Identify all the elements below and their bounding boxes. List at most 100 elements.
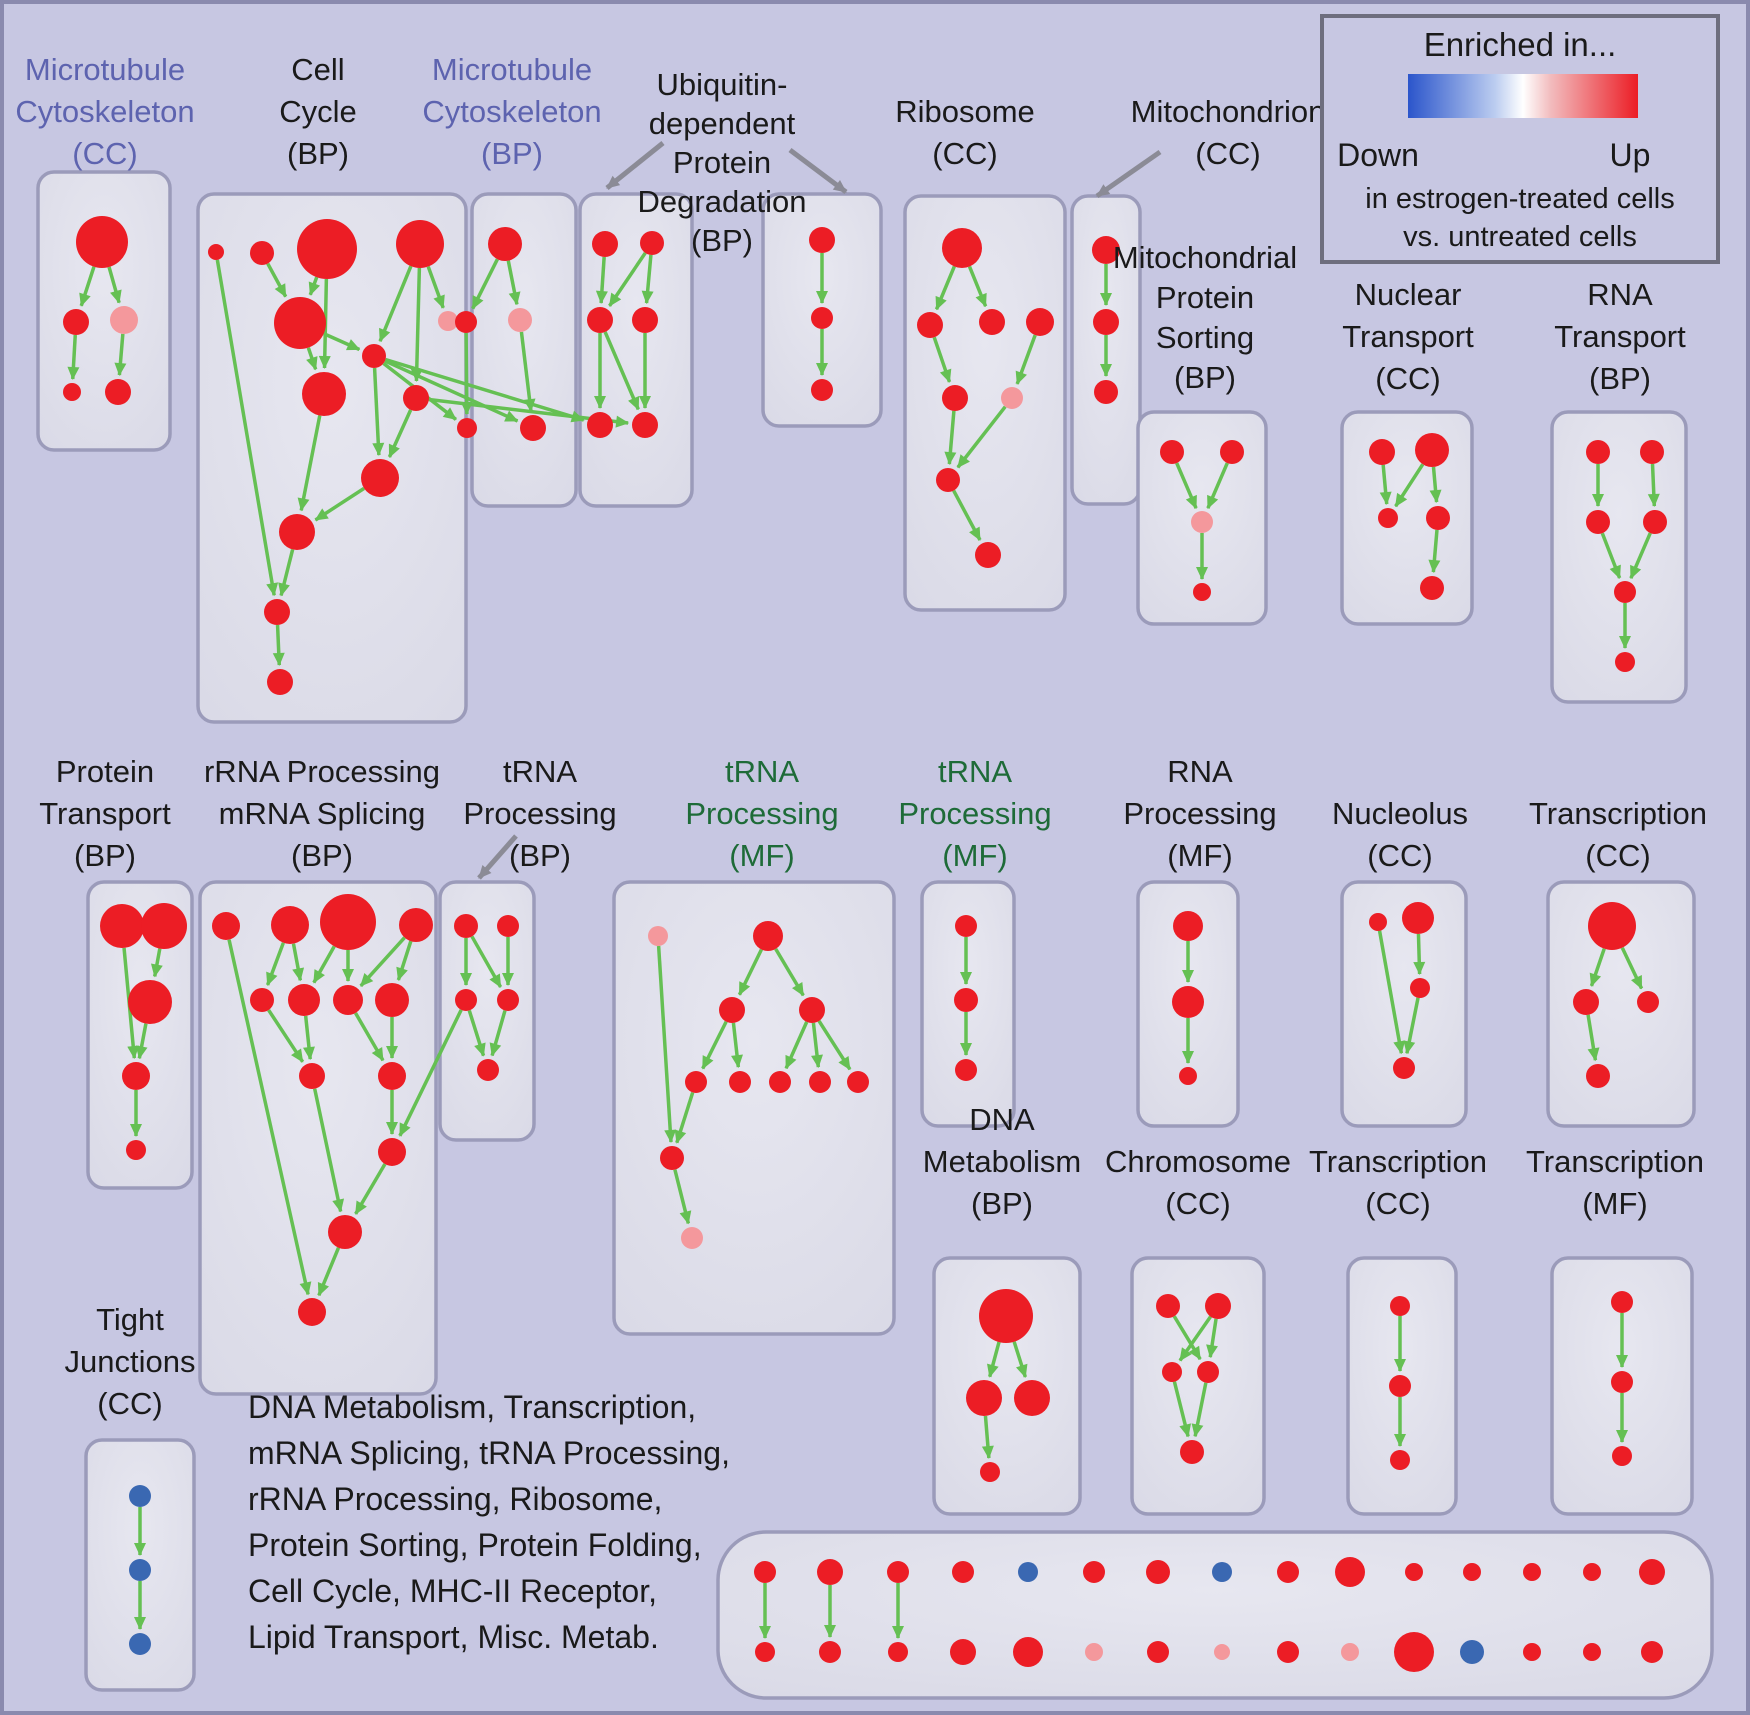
go-term-node-ch1 [1156,1294,1180,1318]
edge-cc2-cc5 [266,262,288,298]
label-protein-transport-bp-line-2: Transport [39,796,171,831]
go-term-node-rr8 [375,983,409,1017]
go-term-node-rr7 [333,985,363,1015]
label-chromosome-cc-line-2: (CC) [1165,1186,1230,1221]
go-term-node-tmf4 [799,997,825,1023]
cluster-box-transcription-cc-upper [1546,880,1696,1128]
go-term-node-rr5 [250,988,274,1012]
label-microtubule-cytoskeleton-bp-line-2: Cytoskeleton [422,94,601,129]
label-rrna-processing-mrna-splicing-bp-line-2: mRNA Splicing [219,796,426,831]
label-protein-transport-bp-line-3: (BP) [74,838,136,873]
go-term-node-mito3 [1094,380,1118,404]
label-microtubule-cytoskeleton-bp-line-3: (BP) [481,136,543,171]
go-term-node-nuc3 [1410,978,1430,998]
go-term-node-cc9 [361,459,399,497]
cluster-box-trna-processing-mf-large [612,880,896,1336]
go-term-node-rib1 [942,228,982,268]
edge-pt3-pt4 [135,1023,148,1060]
go-term-node-ubr1 [809,227,835,253]
label-ubiquitin-degradation-bp-line-4: Degradation [638,184,807,219]
go-term-node-tmf5 [685,1071,707,1093]
go-term-node-tj3 [129,1633,151,1655]
edge-tmf2-tmf4 [774,947,805,997]
edge-rib7-rib8 [952,489,982,541]
edge-ub3-ub6 [603,331,640,411]
go-term-node-rr1 [212,912,240,940]
mixed-cluster-caption-line-5: Cell Cycle, MHC-II Receptor, [248,1573,657,1609]
edge-rr12-rr13 [317,1247,341,1297]
go-term-node-ub3 [587,307,613,333]
edge-mps2-mps3 [1206,462,1229,510]
network-nodes [63,216,1667,1672]
edge-tmf4-tmf9 [817,1020,852,1071]
edge-pt2-pt3 [150,948,163,978]
edge-cc5-cc7 [306,347,318,371]
label-tight-junctions-cc-line-3: (CC) [97,1386,162,1421]
legend-down-label: Down [1337,137,1419,173]
edge-rr11-rr12 [354,1163,387,1215]
cluster-box-protein-transport-bp [86,880,194,1190]
edge-nuc2-nuc3 [1413,933,1426,976]
go-term-node-tbp5 [477,1059,499,1081]
go-term-node-tl1 [1390,1296,1410,1316]
go-term-node-tmf11 [681,1227,703,1249]
go-term-node-tmfs1 [955,915,977,937]
label-rna-processing-mf-line-1: RNA [1167,754,1233,789]
go-term-node-rib4 [1026,308,1054,336]
go-term-node-cc2 [250,241,274,265]
label-trna-processing-mf-small-line-2: Processing [898,796,1051,831]
edge-cc4-cc8 [410,267,423,383]
go-term-node-tm2 [1611,1371,1633,1393]
edge-dm1-dm2 [987,1341,1001,1378]
edge-mps1-mps3 [1175,462,1198,510]
go-term-node-pt4 [122,1062,150,1090]
go-term-node-rt2 [1640,440,1664,464]
go-term-node-mtbp1 [488,227,522,261]
edge-cc4-cc13 [378,265,413,343]
label-mitochondrial-protein-sorting-bp-line-1: Mitochondrial [1113,240,1297,275]
label-cell-cycle-bp-line-3: (BP) [287,136,349,171]
go-term-node-cc8 [403,385,429,411]
label-trna-processing-mf-small-line-3: (MF) [942,838,1007,873]
go-term-node-ms4 [952,1561,974,1583]
edge-ch2-ch3 [1178,1315,1213,1362]
go-term-node-ms11 [1405,1563,1423,1581]
go-term-node-rpm1 [1173,911,1203,941]
go-term-node-rt1 [1586,440,1610,464]
label-ubiquitin-degradation-bp-line-5: (BP) [691,223,753,258]
go-term-node-ub1 [592,231,618,257]
mixed-cluster-caption-line-4: Protein Sorting, Protein Folding, [248,1527,702,1563]
edge-tmf5-tmf10 [674,1091,695,1144]
go-term-node-rr2 [271,906,309,944]
edge-mtcc1-mtcc2 [79,266,96,307]
mixed-cluster-caption-line-3: rRNA Processing, Ribosome, [248,1481,662,1517]
go-term-node-tl3 [1390,1450,1410,1470]
go-term-node-rib8 [975,542,1001,568]
go-term-node-tm1 [1611,1291,1633,1313]
go-term-node-mtbp2 [455,311,477,333]
go-term-node-ch5 [1180,1440,1204,1464]
go-term-node-rpm3 [1179,1067,1197,1085]
go-term-node-pt2 [141,903,187,949]
annotation-arrow-2 [788,148,848,194]
go-term-node-tmf2 [753,921,783,951]
edge-tcc1-tcc3 [1620,946,1644,990]
go-term-node-rib3 [979,309,1005,335]
label-mitochondrion-cc-line-1: Mitochondrion [1131,94,1326,129]
go-term-node-cc3 [297,219,357,279]
label-rna-transport-bp-line-2: Transport [1554,319,1686,354]
go-term-node-tcc2 [1573,989,1599,1015]
go-term-node-tmf8 [809,1071,831,1093]
go-term-node-tm3 [1612,1446,1632,1466]
edge-rr7-rr10 [354,1012,385,1062]
edge-rib1-rib3 [967,265,988,308]
go-term-node-rr10 [378,1062,406,1090]
go-term-node-mb8 [1214,1644,1230,1660]
edge-tmf3-tmf6 [731,1022,743,1069]
edge-dm1-dm3 [1012,1341,1028,1378]
go-term-node-rib7 [936,468,960,492]
go-term-node-dm3 [1014,1380,1050,1416]
go-term-node-rr3 [320,894,376,950]
edge-rr4-rr7 [359,936,406,988]
